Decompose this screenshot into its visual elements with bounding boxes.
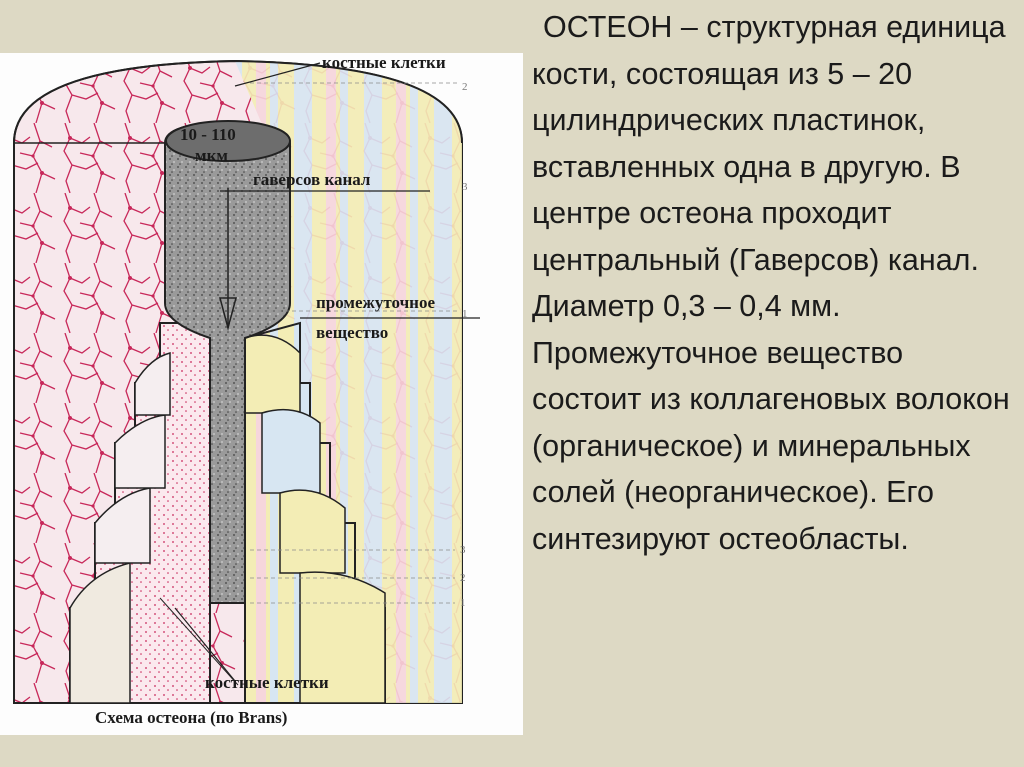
layer-number: 1: [462, 308, 468, 320]
layer-number: 3: [460, 544, 466, 556]
label-interstitial-line1: промежуточное: [316, 293, 435, 312]
stepped-lamellae-left: [69, 322, 211, 704]
layer-number: 3: [462, 181, 468, 193]
slide-text: ОСТЕОН – структурная единица кости, сост…: [532, 4, 1017, 562]
osteon-diagram: костные клетки 10 - 110 мкм гаверсов кан…: [0, 53, 523, 735]
interstitial-substance-description: Промежуточное вещество состоит из коллаг…: [532, 335, 1010, 556]
layer-number: 2: [460, 572, 466, 584]
haversian-canal: [164, 120, 291, 604]
label-haversian-canal: гаверсов канал: [253, 170, 371, 189]
layer-number: 2: [462, 81, 468, 93]
label-bone-cells-top: костные клетки: [322, 53, 446, 72]
diagram-caption: Схема остеона (по Brans): [95, 708, 287, 727]
label-interstitial-line2: вещество: [316, 323, 388, 342]
osteon-definition: ОСТЕОН – структурная единица кости, сост…: [532, 10, 1006, 323]
label-bone-cells-bottom: костные клетки: [205, 673, 329, 692]
label-size-range: 10 - 110: [180, 125, 236, 144]
label-size-unit: мкм: [195, 146, 228, 165]
layer-number: 1: [460, 597, 466, 609]
